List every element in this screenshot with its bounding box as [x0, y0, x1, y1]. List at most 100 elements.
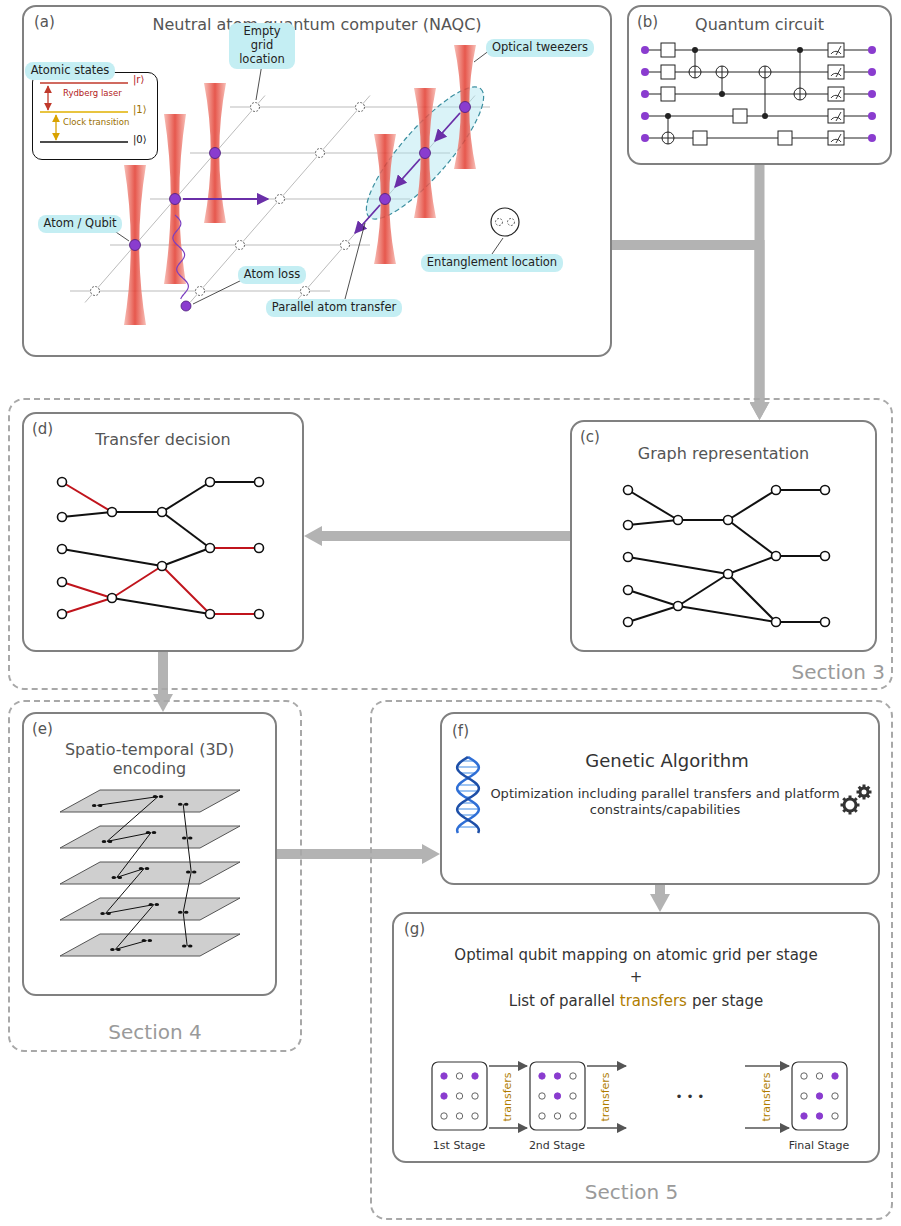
gear-tooth [849, 796, 852, 800]
stage-qubit [472, 1073, 478, 1079]
panel-box: (e) Spatio-temporal (3D) encoding [22, 712, 277, 996]
graph-edge [728, 556, 776, 574]
graph-node [108, 508, 117, 517]
cnot-control [692, 47, 698, 53]
gear-tooth [841, 804, 845, 807]
stage-qubit [441, 1073, 447, 1079]
stage-site [832, 1113, 838, 1119]
stage-site [570, 1073, 576, 1079]
single-gate [693, 131, 707, 145]
section-region: Section 4(e)Spatio-temporal (3D) encodin… [8, 700, 302, 1052]
transfer-edge [62, 598, 112, 614]
stage-arrow [489, 1127, 527, 1129]
time-plane [60, 826, 240, 848]
stage-site [539, 1113, 545, 1119]
plane-dot [118, 876, 123, 879]
node-text: (a) [34, 13, 55, 31]
stage-arrow [745, 1127, 789, 1129]
time-link [106, 869, 144, 914]
single-gate [661, 87, 675, 101]
measure-gate [828, 87, 844, 101]
wire-end [641, 68, 649, 76]
plane-dot [108, 840, 113, 843]
panel-box: (c)Graph representation [570, 420, 877, 652]
node-text: (f) [452, 722, 469, 740]
graph-edge [728, 520, 776, 556]
wire-end [641, 46, 649, 54]
graph-edge [112, 598, 210, 614]
atom [170, 194, 181, 205]
stage-qubit [816, 1093, 822, 1099]
stage-grid [530, 1062, 585, 1130]
cnot-control [762, 113, 768, 119]
wire-end [868, 134, 876, 142]
time-link [183, 912, 187, 946]
plane-dot [98, 804, 103, 807]
graph-edge [628, 590, 678, 606]
plane-dot [188, 945, 193, 948]
cnot-cross [689, 66, 701, 78]
section-region: Section 3(d)Transfer decision(c)Graph re… [8, 398, 893, 690]
cnot-cross [716, 66, 728, 78]
plane-dot [148, 939, 153, 942]
cnot-target [759, 66, 771, 78]
node-text: Spatio-temporal (3D) encoding [49, 740, 250, 778]
time-link [183, 804, 187, 838]
single-gate [661, 65, 675, 79]
graph-node [255, 478, 264, 487]
graph-edge [776, 621, 825, 623]
callout-label: Empty grid location [229, 23, 295, 68]
transfer-edge [210, 613, 259, 615]
measure-dial [831, 90, 841, 99]
panel-box: (d)Transfer decision [22, 412, 304, 652]
rydberg-arrow [47, 86, 48, 110]
plane-link [107, 833, 151, 842]
plane-dot [100, 912, 105, 915]
flow-arrow [655, 885, 665, 894]
empty-site [496, 219, 503, 226]
stage-site [801, 1073, 807, 1079]
wire-end [868, 68, 876, 76]
atom [130, 240, 141, 251]
time-link [115, 905, 153, 950]
optical-tweezer [164, 114, 186, 284]
empty-site [356, 103, 365, 112]
measure-dial [831, 46, 841, 55]
atom [380, 194, 391, 205]
dna-rung [458, 790, 478, 792]
graph-edge [112, 511, 162, 513]
node-text: (e) [32, 720, 53, 738]
node-text: (g) [404, 920, 425, 938]
stage-qubit [539, 1073, 545, 1079]
empty-site [508, 219, 515, 226]
transfer-label: transfers [501, 1072, 514, 1121]
graph-edge [628, 490, 678, 520]
plane-dot [184, 911, 189, 914]
graph-node [772, 486, 781, 495]
transfer-arrow [355, 205, 380, 233]
node-text: Graph representation [572, 444, 875, 463]
plane-dot [159, 795, 164, 798]
plane-dot [153, 795, 158, 798]
optical-tweezer [374, 134, 396, 264]
graph-edge [628, 606, 678, 622]
flow-arrow [277, 849, 422, 859]
measure-dial [831, 112, 841, 121]
gear-tooth [859, 787, 861, 789]
graph-edge [210, 481, 259, 483]
empty-site [301, 287, 310, 296]
stage-site [456, 1093, 462, 1099]
node-text: |0⟩ [133, 134, 147, 146]
stage-site [472, 1113, 478, 1119]
time-link [187, 838, 191, 872]
stage-label: Final Stage [789, 1139, 850, 1152]
optical-tweezer [414, 88, 436, 218]
graph-node [206, 610, 215, 619]
atom [210, 148, 221, 159]
atom-loss-path [173, 215, 188, 299]
stage-site [801, 1093, 807, 1099]
stage-site [832, 1093, 838, 1099]
graph-node [58, 545, 67, 554]
stage-site [570, 1093, 576, 1099]
node-text: Section 5 [372, 1180, 891, 1204]
